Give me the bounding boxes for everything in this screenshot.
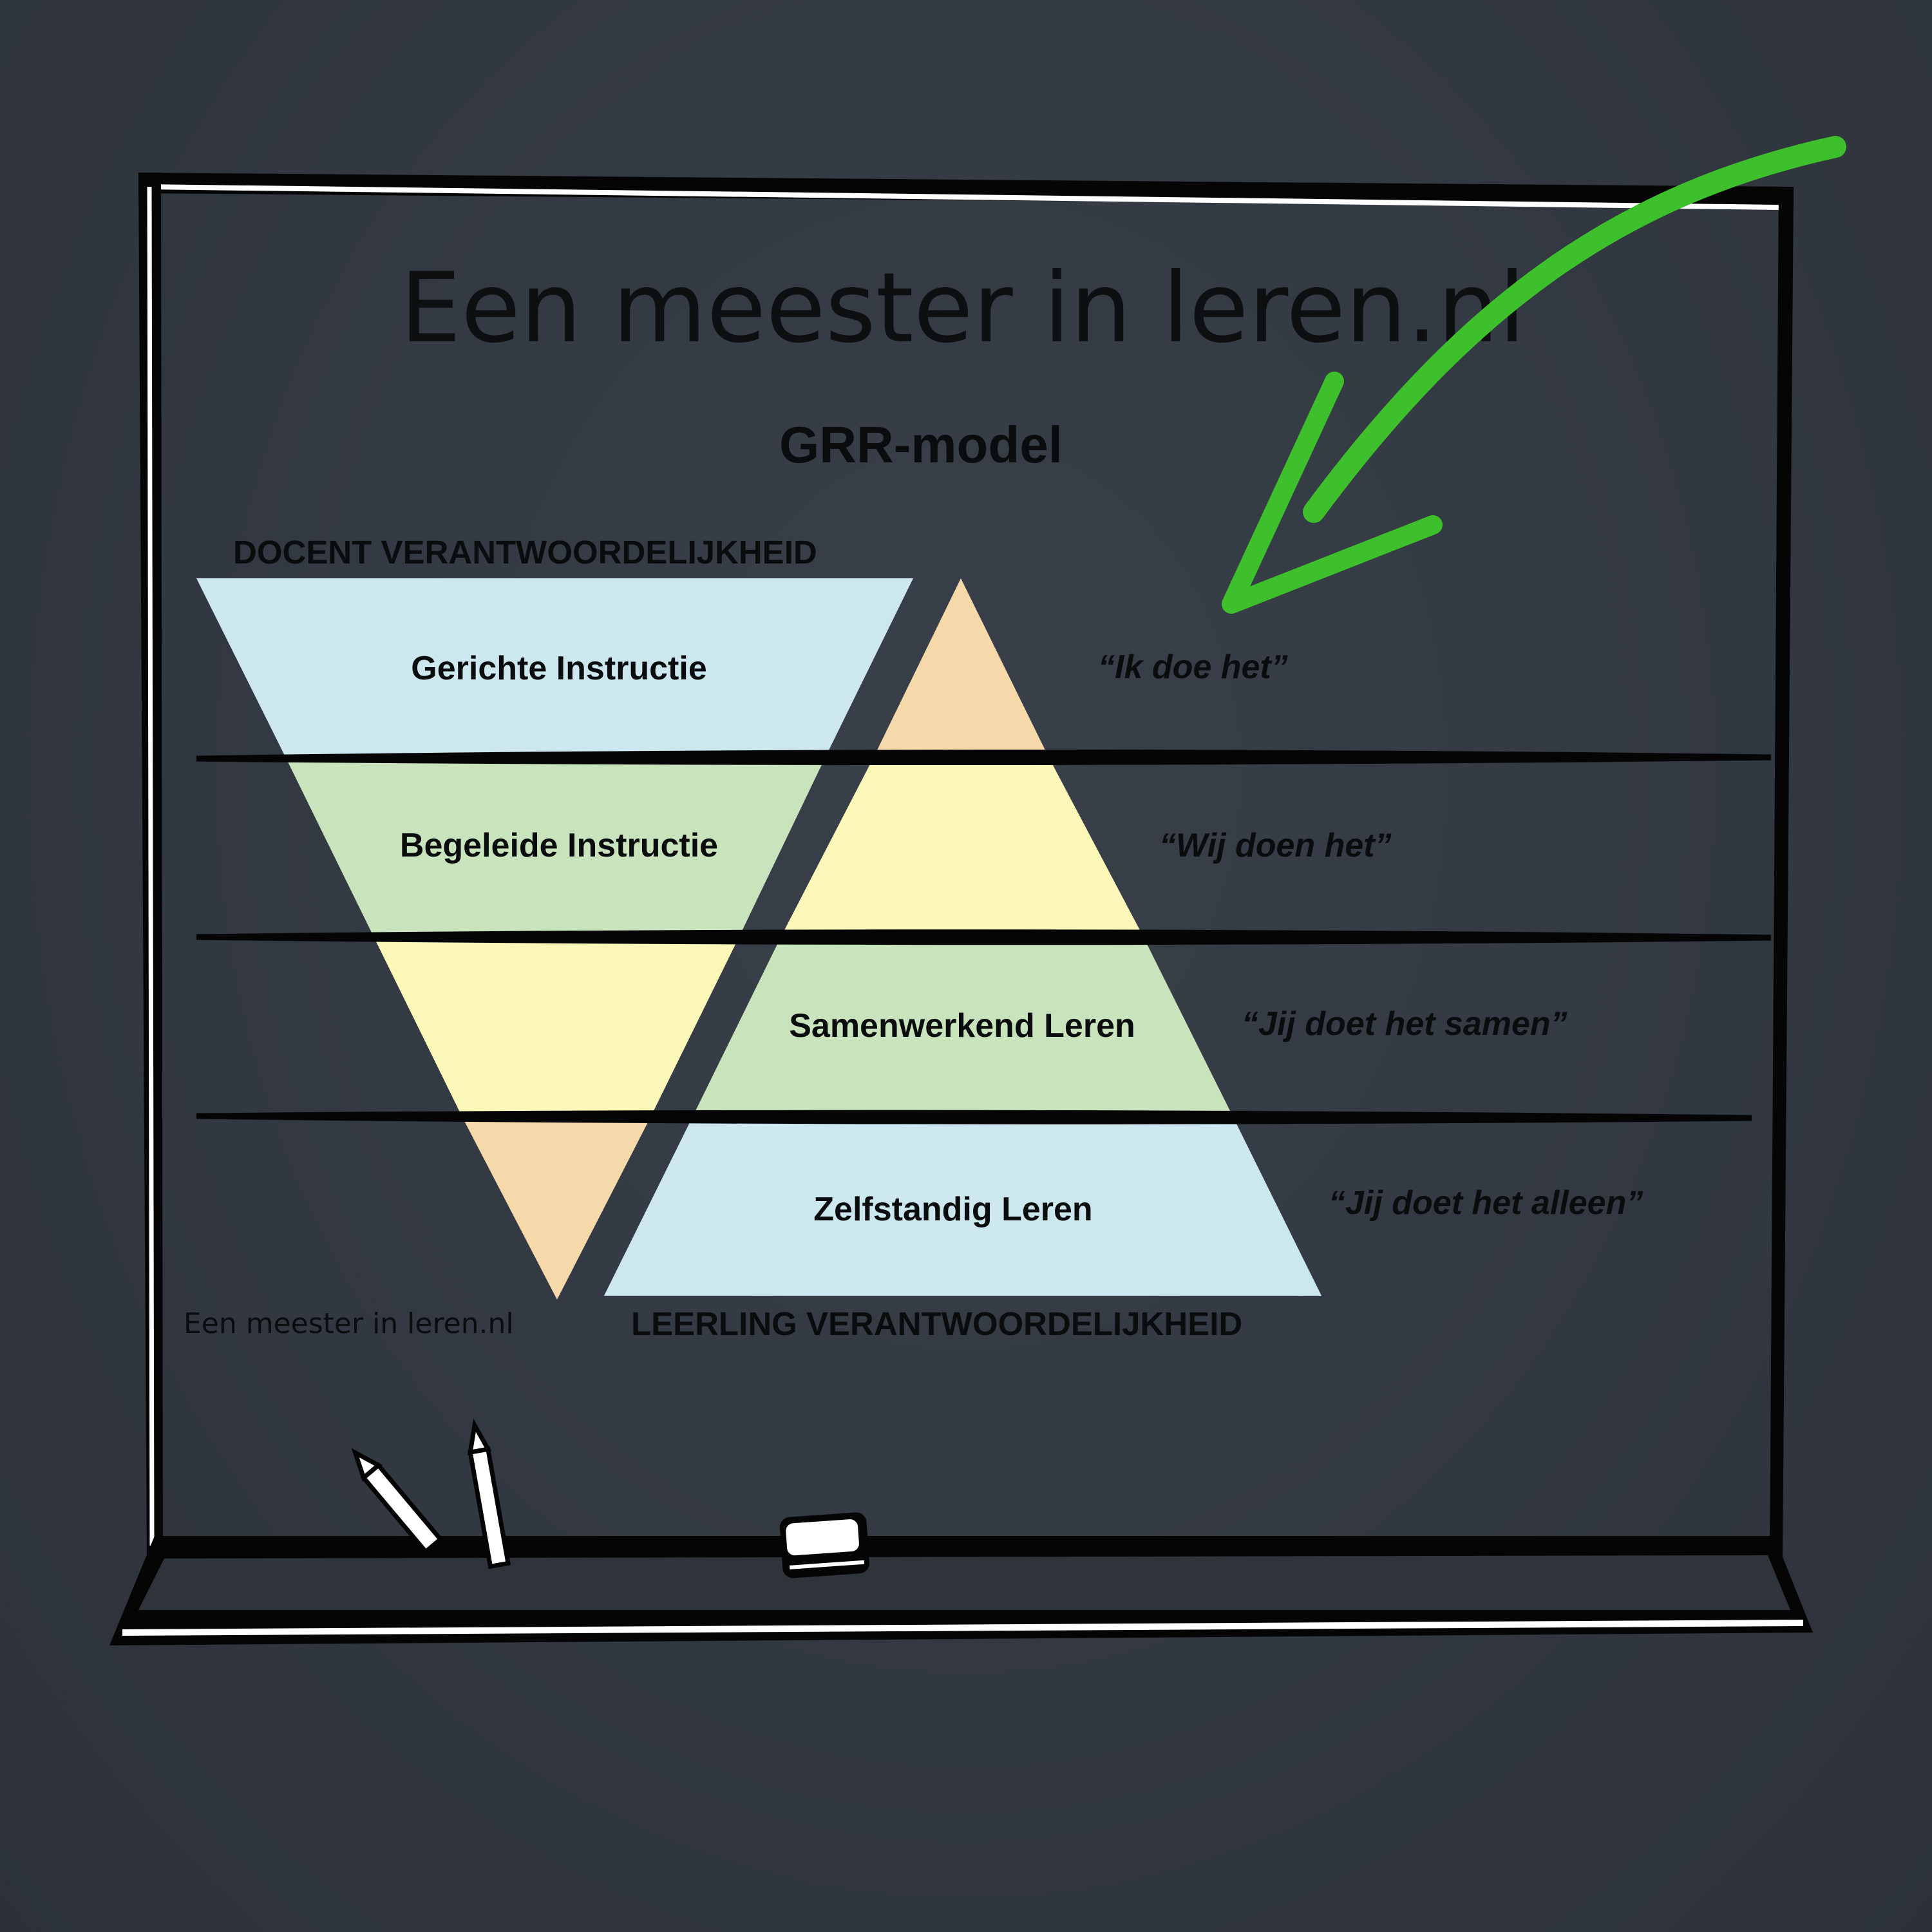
- frame-top-bar: [138, 173, 1794, 207]
- phase-label-4: Zelfstandig Leren: [813, 1191, 1092, 1228]
- phase-quote-2: “Wij doen het”: [1159, 827, 1392, 864]
- phase-quote-4: “Jij doet het alleen”: [1329, 1184, 1643, 1222]
- student-band-2: [782, 757, 1142, 934]
- diagram-title: GRR-model: [779, 416, 1063, 473]
- chalk-stick-2: [467, 1418, 511, 1569]
- phase-label-1: Gerichte Instructie: [411, 650, 706, 687]
- student-band-3: [692, 934, 1233, 1117]
- phase-label-2: Begeleide Instructie: [400, 827, 718, 864]
- frame-left-chalk-line: [147, 186, 155, 1546]
- green-arrow-icon: [1222, 136, 1846, 614]
- green-arrow-shaft: [1303, 136, 1846, 523]
- teacher-band-4: [462, 1117, 650, 1300]
- student-band-4: [604, 1117, 1321, 1296]
- phase-quote-3: “Jij doet het samen”: [1242, 1005, 1567, 1043]
- site-title: Een meester in leren.nl: [400, 252, 1526, 365]
- teacher-band-2: [285, 757, 826, 934]
- teacher-responsibility-label: DOCENT VERANTWOORDELIJKHEID: [233, 534, 817, 571]
- eraser: [779, 1512, 870, 1578]
- phase-dividers: [196, 749, 1772, 1124]
- chalk-ledge-top: [138, 1555, 1790, 1610]
- teacher-band-1: [196, 578, 913, 757]
- phase-label-3: Samenwerkend Leren: [789, 1007, 1135, 1045]
- student-responsibility-label: LEERLING VERANTWOORDELIJKHEID: [631, 1305, 1242, 1342]
- divider-line-2: [196, 929, 1772, 945]
- teacher-responsibility-triangle: [196, 578, 913, 1300]
- chalkboard-frame: [109, 173, 1813, 1645]
- frame-top-chalk-line: [146, 184, 1779, 210]
- divider-line-3: [196, 1110, 1752, 1124]
- student-responsibility-triangle: [604, 578, 1321, 1296]
- frame-right-post: [1770, 188, 1794, 1558]
- teacher-band-3: [372, 934, 741, 1117]
- divider-line-1: [196, 749, 1772, 766]
- ledge-chalk-line: [122, 1620, 1804, 1636]
- green-arrow-head: [1222, 372, 1443, 614]
- phase-quote-1: “Ik doe het”: [1098, 649, 1288, 686]
- chalk-stick-1: [351, 1448, 444, 1555]
- watermark: Een meester in leren.nl: [184, 1307, 514, 1340]
- student-band-1: [874, 578, 1048, 757]
